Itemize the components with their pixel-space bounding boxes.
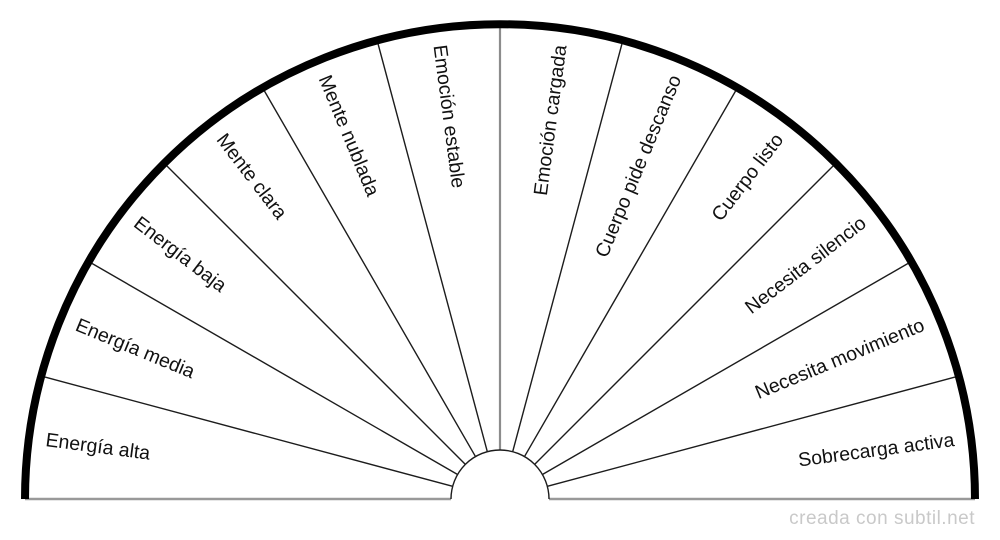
sector-divider-line (542, 262, 909, 476)
sector-divider-line (512, 43, 623, 452)
segment-label: Energía alta (44, 429, 151, 465)
segment-label: Necesita movimiento (752, 314, 928, 404)
segment-label: Emoción estable (428, 44, 469, 190)
hub-semicircle (450, 449, 550, 500)
segment-label: Sobrecarga activa (797, 429, 956, 471)
sector-divider-line (377, 43, 488, 452)
segment-label: Mente clara (212, 129, 292, 223)
watermark-credit: creada con subtil.net (789, 508, 975, 529)
segment-label: Mente nublada (314, 72, 384, 200)
segment-label: Energía media (72, 314, 198, 383)
segment-label: Necesita silencio (741, 212, 871, 319)
segment-label: Cuerpo listo (707, 129, 788, 225)
sector-divider-line (534, 165, 834, 465)
sector-divider-line (166, 165, 466, 465)
sector-divider-line (523, 90, 737, 457)
outer-arc (21, 20, 979, 500)
segment-label: Emoción cargada (530, 43, 572, 196)
sector-divider-line (263, 90, 477, 457)
sector-divider-line (44, 376, 453, 487)
segment-label: Cuerpo pide descanso (591, 72, 686, 261)
sector-divider-line (91, 262, 458, 476)
segment-label: Energía baja (129, 212, 230, 297)
sector-divider-line (547, 376, 956, 487)
